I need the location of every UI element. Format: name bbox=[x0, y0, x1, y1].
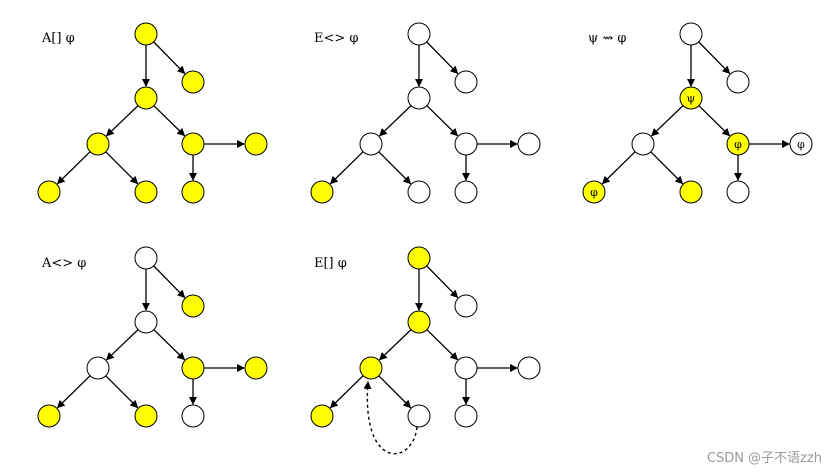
state-node-satisfied bbox=[134, 404, 158, 428]
state-node-satisfied bbox=[407, 246, 431, 270]
state-node bbox=[726, 180, 750, 204]
state-node bbox=[134, 310, 158, 334]
state-node-satisfied bbox=[134, 86, 158, 110]
state-node-satisfied bbox=[407, 310, 431, 334]
state-node bbox=[454, 356, 478, 380]
state-node bbox=[407, 86, 431, 110]
transition-arrow bbox=[426, 329, 459, 361]
state-node bbox=[454, 404, 478, 428]
state-node bbox=[407, 180, 431, 204]
panel-formula-label: ψ ⇝ φ bbox=[588, 31, 626, 46]
transition-arrow bbox=[698, 41, 731, 75]
panel-formula-label: E[] φ bbox=[314, 256, 347, 271]
state-node bbox=[407, 404, 431, 428]
state-node bbox=[454, 180, 478, 204]
state-node-satisfied bbox=[244, 356, 268, 380]
transition-arrow bbox=[426, 105, 459, 137]
transition-arrow bbox=[426, 41, 459, 75]
state-node-satisfied bbox=[726, 132, 750, 156]
transition-arrow bbox=[105, 375, 139, 409]
transition-arrow bbox=[378, 151, 412, 185]
transition-arrow bbox=[105, 105, 139, 137]
transition-arrow bbox=[153, 329, 186, 361]
transition-arrow bbox=[378, 375, 412, 409]
transition-arrow bbox=[698, 105, 731, 137]
panel-1: A[] φ bbox=[37, 22, 268, 204]
watermark: CSDN @子不语zzh bbox=[707, 451, 822, 466]
panel-3: ψ ⇝ φ ψ φ φ φ bbox=[582, 22, 813, 204]
state-node-label: φ bbox=[734, 138, 742, 151]
transition-arrow bbox=[329, 151, 364, 185]
state-node bbox=[181, 404, 205, 428]
panel-formula-label: A<> φ bbox=[41, 256, 86, 271]
transition-arrow bbox=[105, 329, 139, 361]
transition-arrow bbox=[153, 41, 186, 75]
transition-arrow bbox=[601, 151, 636, 185]
state-node-satisfied bbox=[86, 132, 110, 156]
transition-arrow bbox=[378, 105, 412, 137]
state-node-label: φ bbox=[797, 138, 805, 151]
state-node-satisfied bbox=[244, 132, 268, 156]
transition-arrow bbox=[105, 151, 139, 185]
state-node bbox=[789, 132, 813, 156]
state-node-satisfied bbox=[134, 180, 158, 204]
panel-formula-label: A[] φ bbox=[41, 31, 75, 46]
state-node-satisfied bbox=[359, 356, 383, 380]
loop-back-arrow bbox=[363, 381, 418, 455]
transition-arrow bbox=[153, 105, 186, 137]
transition-arrow bbox=[650, 151, 684, 185]
state-node-satisfied bbox=[134, 22, 158, 46]
state-node-satisfied bbox=[181, 70, 205, 94]
panel-formula-label: E<> φ bbox=[314, 31, 359, 46]
state-node bbox=[407, 22, 431, 46]
state-node bbox=[679, 22, 703, 46]
state-node bbox=[454, 132, 478, 156]
state-node-satisfied bbox=[181, 132, 205, 156]
state-node bbox=[726, 70, 750, 94]
transition-arrow bbox=[56, 375, 91, 409]
state-node-satisfied bbox=[582, 180, 606, 204]
state-node-satisfied bbox=[310, 180, 334, 204]
transition-arrow bbox=[426, 265, 459, 299]
transition-arrow bbox=[153, 265, 186, 299]
state-node bbox=[454, 294, 478, 318]
state-node bbox=[454, 70, 478, 94]
state-node-satisfied bbox=[181, 294, 205, 318]
panel-2: E<> φ bbox=[310, 22, 541, 204]
state-node-satisfied bbox=[37, 180, 61, 204]
state-node-satisfied bbox=[181, 356, 205, 380]
transition-arrow bbox=[650, 105, 684, 137]
panel-4: A<> φ bbox=[37, 246, 268, 428]
state-node bbox=[86, 356, 110, 380]
state-node bbox=[631, 132, 655, 156]
state-node bbox=[359, 132, 383, 156]
state-node bbox=[134, 246, 158, 270]
state-node-satisfied bbox=[181, 180, 205, 204]
state-node bbox=[517, 132, 541, 156]
state-node-satisfied bbox=[679, 180, 703, 204]
transition-arrow bbox=[56, 151, 91, 185]
transition-arrow bbox=[378, 329, 412, 361]
panel-5: E[] φ bbox=[310, 246, 541, 455]
state-node bbox=[517, 356, 541, 380]
state-node-label: ψ bbox=[687, 92, 696, 105]
state-node-label: φ bbox=[590, 186, 598, 199]
transition-arrow bbox=[329, 375, 364, 409]
state-node-satisfied bbox=[679, 86, 703, 110]
state-node-satisfied bbox=[310, 404, 334, 428]
state-node-satisfied bbox=[37, 404, 61, 428]
